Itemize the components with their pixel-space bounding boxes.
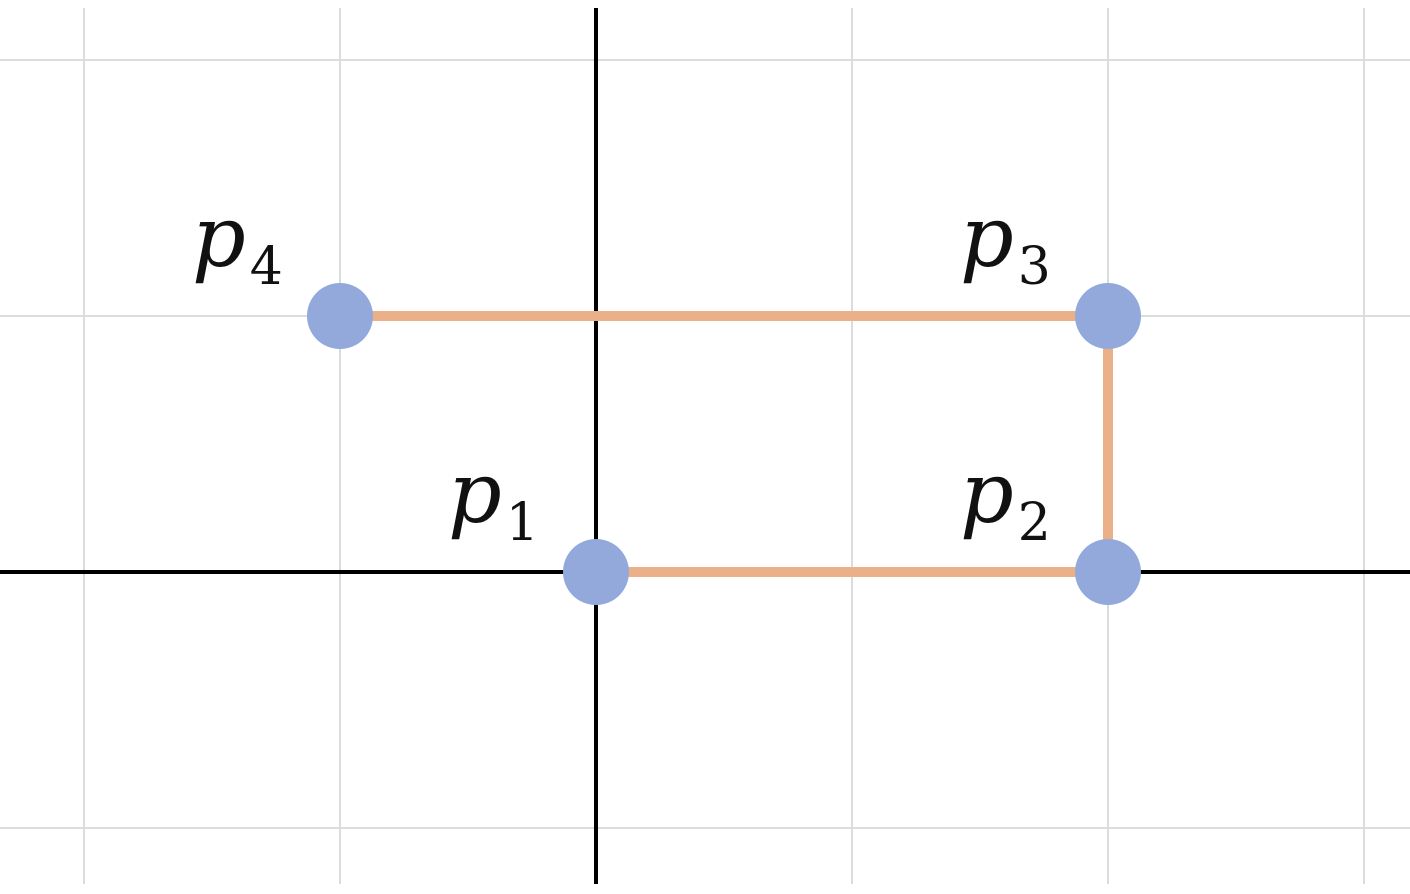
label-p1: p1 [448, 444, 539, 553]
label-p2: p2 [960, 444, 1051, 553]
points [307, 283, 1141, 605]
label-subscript: 1 [506, 493, 539, 553]
grid [0, 8, 1410, 884]
label-subscript: 3 [1018, 237, 1051, 297]
label-subscript: 2 [1018, 493, 1051, 553]
label-subscript: 4 [250, 237, 283, 297]
point-p4 [307, 283, 373, 349]
segments [340, 311, 1113, 577]
label-p4: p4 [192, 188, 283, 297]
label-letter: p [960, 188, 1014, 286]
label-letter: p [960, 444, 1014, 542]
label-letter: p [192, 188, 246, 286]
label-p3: p3 [960, 188, 1051, 297]
axes [0, 8, 1410, 884]
point-p1 [563, 539, 629, 605]
label-letter: p [448, 444, 502, 542]
point-p2 [1075, 539, 1141, 605]
point-p3 [1075, 283, 1141, 349]
